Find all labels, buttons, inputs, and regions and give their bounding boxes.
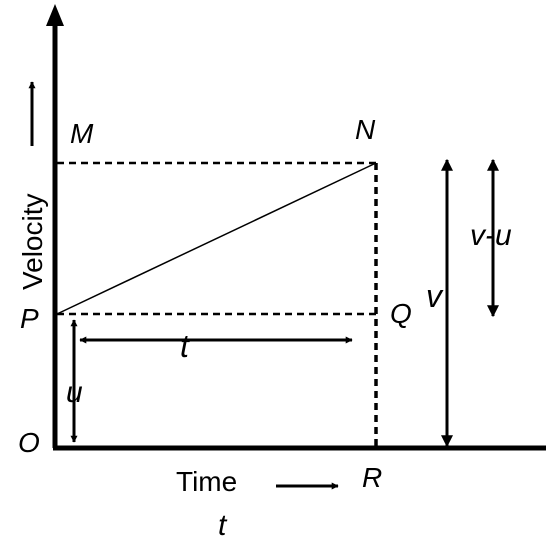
label-Q: Q xyxy=(390,298,412,329)
label-M: M xyxy=(70,118,94,149)
graph-line-PN xyxy=(56,162,377,315)
label-R: R xyxy=(362,462,382,493)
interval-t-label: t xyxy=(180,328,190,364)
y-axis-arrowhead xyxy=(46,4,64,26)
y-axis-label: Velocity xyxy=(17,194,48,291)
initial-velocity-u-label: u xyxy=(66,376,83,409)
label-O: O xyxy=(18,427,40,458)
label-P: P xyxy=(20,303,39,334)
label-N: N xyxy=(355,114,376,145)
x-axis-label: Time xyxy=(176,466,237,497)
final-velocity-v-label: v xyxy=(426,278,444,314)
x-axis-symbol: t xyxy=(218,509,228,542)
velocity-change-label: v-u xyxy=(470,219,512,252)
